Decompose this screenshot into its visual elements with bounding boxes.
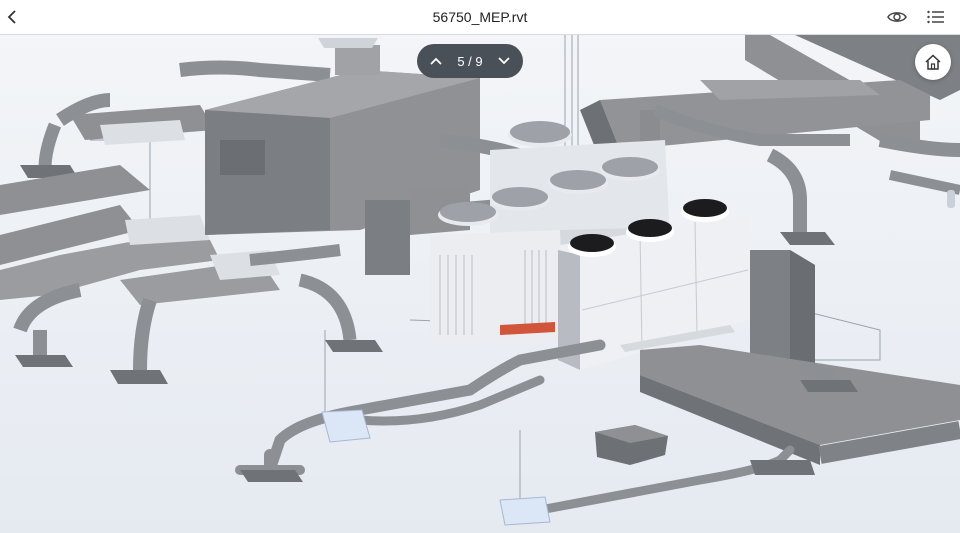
drain-box — [595, 425, 668, 465]
model-viewport[interactable] — [0, 35, 960, 533]
page-counter: 5 / 9 — [457, 53, 483, 69]
air-handling-unit — [205, 38, 545, 275]
condensing-unit-bank — [558, 199, 750, 370]
fan-grilles — [438, 121, 660, 226]
home-icon — [925, 54, 941, 70]
main-duct-lower — [640, 345, 960, 465]
next-view-button[interactable] — [495, 52, 513, 70]
back-button[interactable] — [0, 0, 24, 34]
chevron-down-icon — [498, 57, 510, 65]
menu-button[interactable] — [924, 5, 948, 29]
duct-network-left — [0, 60, 383, 384]
pipe-support — [750, 460, 815, 475]
document-title: 56750_MEP.rvt — [432, 9, 528, 25]
list-icon — [927, 10, 944, 24]
duct-network-right — [580, 35, 960, 245]
eye-icon — [887, 12, 907, 22]
top-bar: 56750_MEP.rvt — [0, 0, 960, 35]
previous-view-button[interactable] — [427, 52, 445, 70]
refrigerant-pipe — [500, 322, 555, 335]
side-indicator — [947, 190, 955, 208]
ceiling-diffusers — [321, 409, 551, 526]
sheet-pager: 5 / 9 — [417, 44, 523, 78]
visibility-button[interactable] — [885, 5, 909, 29]
chevron-up-icon — [430, 57, 442, 65]
electrical-cabinet — [750, 250, 815, 375]
home-view-button[interactable] — [915, 44, 951, 80]
pipe-support — [240, 470, 303, 482]
chevron-left-icon — [7, 10, 16, 24]
